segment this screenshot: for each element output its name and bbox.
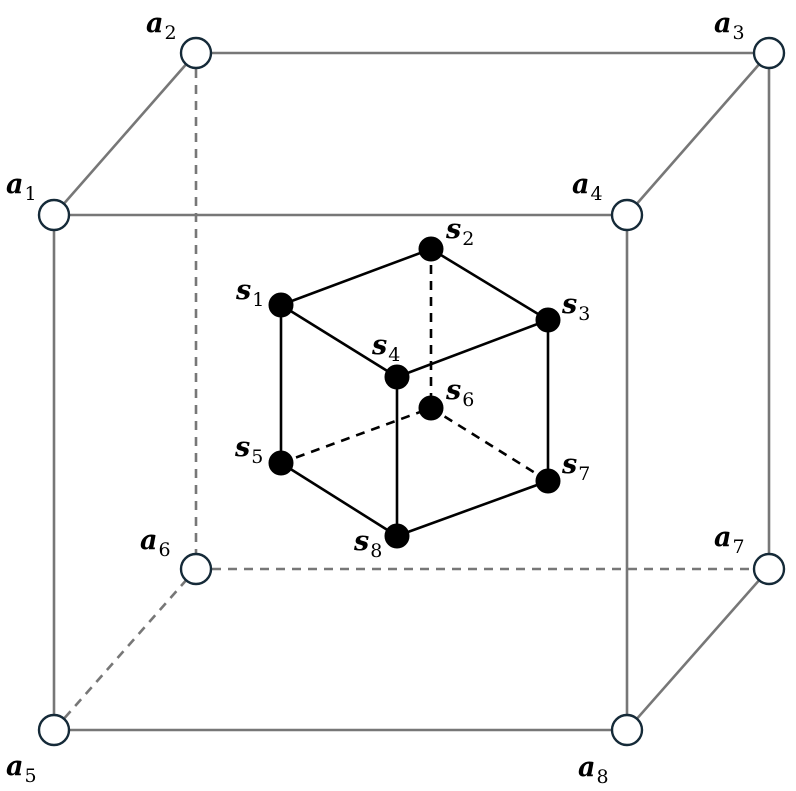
label-s5-base: s [234, 432, 250, 463]
inner-edge-s3-s4 [396, 318, 549, 379]
inner-node-s2 [418, 236, 444, 262]
outer-edge-a1-a2 [53, 52, 197, 216]
outer-cube-nodes [37, 36, 786, 747]
inner-cube-edges [279, 247, 550, 538]
label-s1-subscript: 1 [252, 289, 264, 311]
label-a6-base: a [140, 525, 158, 556]
label-a4-subscript: 4 [591, 183, 603, 205]
label-a6-subscript: 6 [159, 539, 171, 561]
label-a7: a7 [714, 522, 745, 558]
inner-edge-s6-s7-dashed [430, 406, 549, 483]
inner-edge-s5-s8 [280, 461, 398, 538]
label-a3-base: a [714, 8, 732, 39]
label-s7-subscript: 7 [578, 463, 590, 485]
label-s3-subscript: 3 [578, 303, 590, 325]
label-a8-base: a [578, 752, 596, 783]
label-s3: s3 [561, 289, 590, 325]
outer-node-a8 [610, 713, 644, 747]
label-s1-base: s [235, 275, 251, 306]
label-a1: a1 [6, 169, 37, 205]
label-s5-subscript: 5 [251, 446, 263, 468]
inner-node-s7 [535, 468, 561, 494]
label-a3: a3 [714, 8, 745, 44]
outer-node-a3 [752, 36, 786, 70]
outer-node-a5 [37, 713, 71, 747]
label-a4: a4 [572, 169, 603, 205]
label-a4-base: a [572, 169, 590, 200]
label-a1-subscript: 1 [25, 183, 37, 205]
label-a2-subscript: 2 [165, 22, 177, 44]
label-s5: s5 [234, 432, 263, 468]
label-s4-base: s [371, 330, 387, 361]
label-s2-subscript: 2 [462, 228, 474, 250]
label-a8: a8 [578, 752, 609, 788]
label-a7-subscript: 7 [733, 536, 745, 558]
outer-edge-a3-a4 [626, 52, 770, 216]
label-s8-subscript: 8 [370, 540, 382, 562]
outer-node-a1 [37, 198, 71, 232]
outer-node-a4 [610, 198, 644, 232]
outer-cube-edges [52, 51, 771, 732]
label-a1-base: a [6, 169, 24, 200]
inner-edge-s1-s2 [280, 247, 432, 307]
outer-node-a6 [179, 552, 213, 586]
label-s6-base: s [445, 375, 461, 406]
label-a2: a2 [146, 8, 177, 44]
label-s7: s7 [561, 449, 590, 485]
inner-edge-s1-s4 [280, 303, 398, 379]
inner-edge-s2-s3 [430, 247, 549, 322]
outer-edge-a7-a8 [626, 568, 770, 731]
label-s2-base: s [445, 214, 461, 245]
label-s3-base: s [561, 289, 577, 320]
inner-node-s5 [268, 450, 294, 476]
inner-node-s4 [384, 364, 410, 390]
label-a3-subscript: 3 [733, 22, 745, 44]
inner-edge-s5-s6-dashed [280, 406, 432, 465]
outer-edge-a5-a6-dashed [53, 568, 197, 731]
label-a7-base: a [714, 522, 732, 553]
label-s4: s4 [371, 330, 400, 366]
label-a5: a5 [6, 751, 37, 787]
inner-node-s3 [535, 307, 561, 333]
label-a5-base: a [6, 751, 24, 782]
label-a2-base: a [146, 8, 164, 39]
label-s4-subscript: 4 [388, 344, 400, 366]
label-a6: a6 [140, 525, 171, 561]
label-s8: s8 [353, 526, 382, 562]
label-s8-base: s [353, 526, 369, 557]
inner-node-s8 [384, 523, 410, 549]
label-s6-subscript: 6 [462, 389, 474, 411]
outer-node-a2 [179, 36, 213, 70]
label-s1: s1 [235, 275, 264, 311]
inner-cube-nodes [268, 236, 561, 549]
label-s6: s6 [445, 375, 474, 411]
label-a5-subscript: 5 [25, 765, 37, 787]
inner-edge-s7-s8 [396, 479, 549, 538]
label-a8-subscript: 8 [597, 766, 609, 788]
label-s2: s2 [445, 214, 474, 250]
outer-node-a7 [752, 552, 786, 586]
inner-node-s1 [268, 292, 294, 318]
inner-node-s6 [418, 395, 444, 421]
label-s7-base: s [561, 449, 577, 480]
